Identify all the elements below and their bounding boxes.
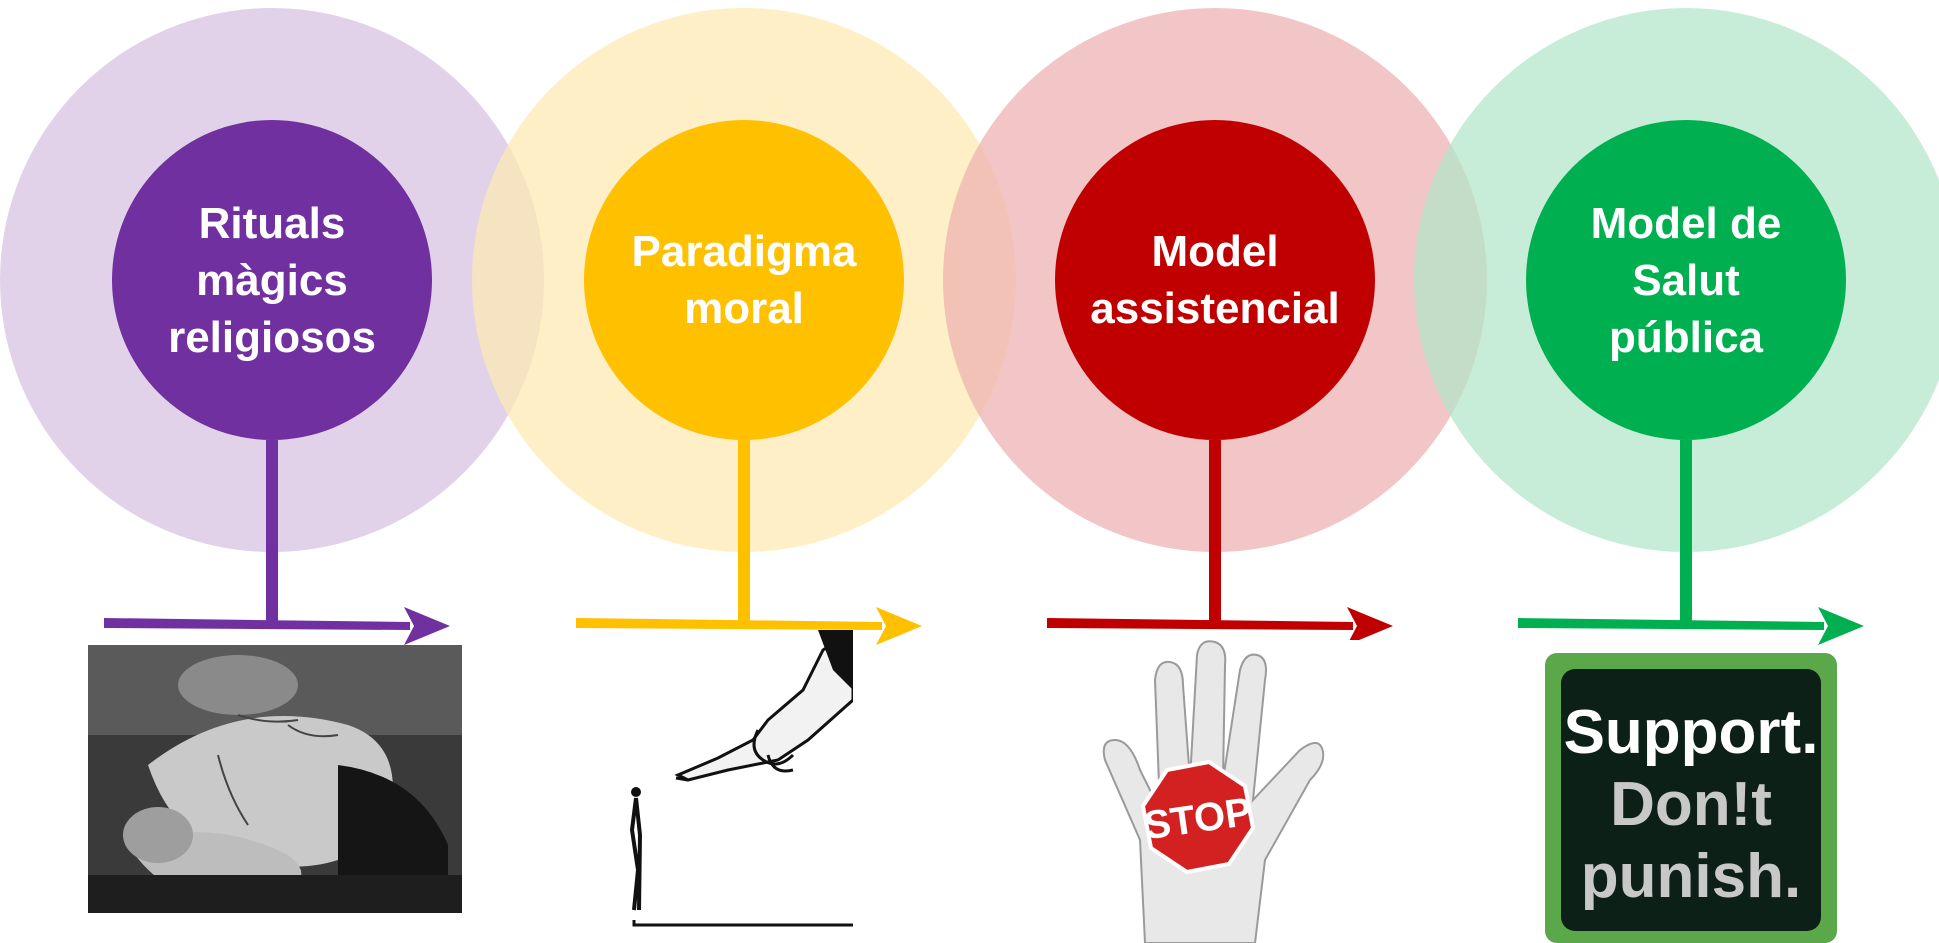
stem-assistencial bbox=[1209, 440, 1221, 623]
timeline-arrow-paradigma bbox=[576, 618, 882, 630]
arrowhead-salut bbox=[1818, 607, 1864, 645]
stage-label-rituals: Rituals màgics religiosos bbox=[168, 198, 376, 362]
stop-hand-icon: STOP bbox=[1085, 640, 1365, 943]
stem-paradigma bbox=[738, 440, 750, 623]
arrowhead-paradigma bbox=[876, 607, 922, 645]
stem-salut bbox=[1680, 440, 1692, 623]
stem-rituals bbox=[266, 440, 278, 623]
stage-label-paradigma: Paradigma moral bbox=[631, 227, 857, 333]
badge-line-1: Support. bbox=[1564, 698, 1819, 767]
timeline-arrow-assistencial bbox=[1047, 618, 1353, 630]
timeline-arrow-salut bbox=[1518, 618, 1824, 630]
support-dont-punish-icon: Support. Don!t punish. bbox=[1545, 653, 1837, 943]
timeline-arrow-rituals bbox=[104, 618, 410, 630]
arrowhead-rituals bbox=[404, 607, 450, 645]
badge-line-3: punish. bbox=[1581, 842, 1801, 911]
arrowhead-assistencial bbox=[1347, 607, 1393, 645]
stage-label-salut: Model de Salut pública bbox=[1590, 198, 1782, 362]
ritual-photo-icon bbox=[88, 645, 462, 913]
inner-circle-paradigma bbox=[584, 120, 904, 440]
pointing-finger-icon bbox=[618, 630, 853, 930]
inner-circle-salut bbox=[1526, 120, 1846, 440]
badge-line-2: Don!t bbox=[1610, 770, 1772, 839]
stage-label-assistencial: Model assistencial bbox=[1090, 227, 1340, 333]
inner-circle-assistencial bbox=[1055, 120, 1375, 440]
inner-circle-rituals bbox=[112, 120, 432, 440]
